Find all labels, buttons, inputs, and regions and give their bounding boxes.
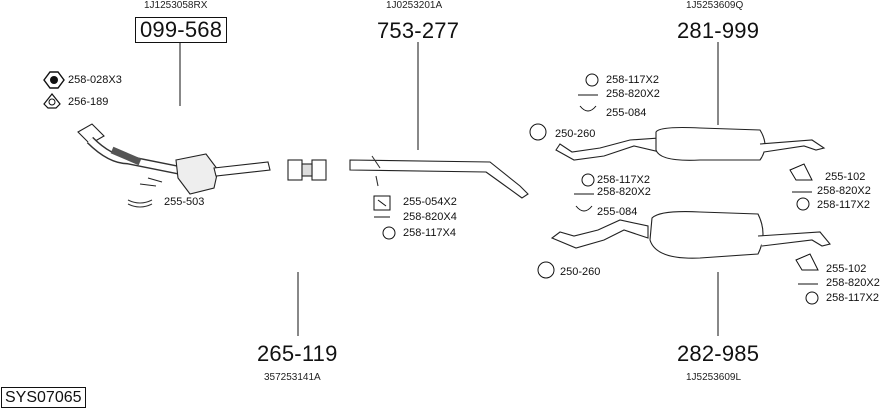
oe-rear-lower: 1J5253609L	[686, 372, 742, 383]
part-label-258-117x2-c[interactable]: 258-117X2	[597, 174, 651, 186]
part-label-255-084-a[interactable]: 255-084	[606, 107, 647, 119]
part-label-255-084-b[interactable]: 255-084	[597, 206, 638, 218]
clamp-255-503-drawing	[127, 199, 153, 208]
gasket-drawing	[43, 93, 61, 109]
connector-pipe-drawing	[287, 159, 327, 181]
part-label-250-260-b[interactable]: 250-260	[560, 266, 601, 278]
part-label-258-117x2-d[interactable]: 258-117X2	[826, 292, 880, 304]
part-label-255-102-b[interactable]: 255-102	[826, 263, 867, 275]
rear-silencer-upper-drawing	[555, 126, 826, 161]
part-label-258-820x2-c[interactable]: 258-820X2	[597, 186, 651, 198]
part-label-258-028x3[interactable]: 258-028X3	[68, 74, 122, 86]
part-label-255-102-a[interactable]: 255-102	[825, 171, 866, 183]
assembly-number-catalytic[interactable]: 099-568	[135, 17, 228, 43]
oe-catalytic: 1J1253058RX	[144, 0, 208, 11]
rear-upper-accessories-drawing	[529, 73, 813, 211]
part-label-258-820x2-b[interactable]: 258-820X2	[817, 185, 871, 197]
middle-accessories-drawing	[373, 195, 396, 240]
rear-lower-accessories-drawing	[537, 173, 819, 305]
hex-nut-drawing	[43, 71, 65, 89]
rear-silencer-lower-drawing	[550, 211, 831, 259]
part-label-258-820x2-d[interactable]: 258-820X2	[826, 277, 880, 289]
part-label-255-503[interactable]: 255-503	[164, 196, 205, 208]
part-label-250-260-a[interactable]: 250-260	[555, 128, 596, 140]
middle-pipe-drawing	[349, 155, 529, 199]
oe-rear-upper: 1J5253609Q	[686, 0, 744, 11]
leader-lines	[179, 42, 719, 336]
assembly-number-rear-upper[interactable]: 281-999	[677, 18, 760, 43]
system-code-label: SYS07065	[1, 387, 86, 408]
assembly-number-rear-lower[interactable]: 282-985	[677, 341, 760, 366]
assembly-number-middle-pipe[interactable]: 753-277	[377, 18, 460, 43]
part-label-255-054x2[interactable]: 255-054X2	[403, 196, 457, 208]
part-label-258-117x2-b[interactable]: 258-117X2	[817, 199, 871, 211]
part-label-258-117x2-a[interactable]: 258-117X2	[606, 74, 660, 86]
part-label-258-820x2-a[interactable]: 258-820X2	[606, 88, 660, 100]
part-label-256-189[interactable]: 256-189	[68, 96, 109, 108]
oe-middle-pipe: 1J0253201A	[386, 0, 443, 11]
catalytic-converter-drawing	[77, 123, 271, 195]
assembly-number-bottom-mid[interactable]: 265-119	[257, 341, 338, 366]
part-label-258-820x4[interactable]: 258-820X4	[403, 211, 457, 223]
oe-bottom-mid: 357253141A	[264, 372, 321, 383]
part-label-258-117x4[interactable]: 258-117X4	[403, 227, 457, 239]
